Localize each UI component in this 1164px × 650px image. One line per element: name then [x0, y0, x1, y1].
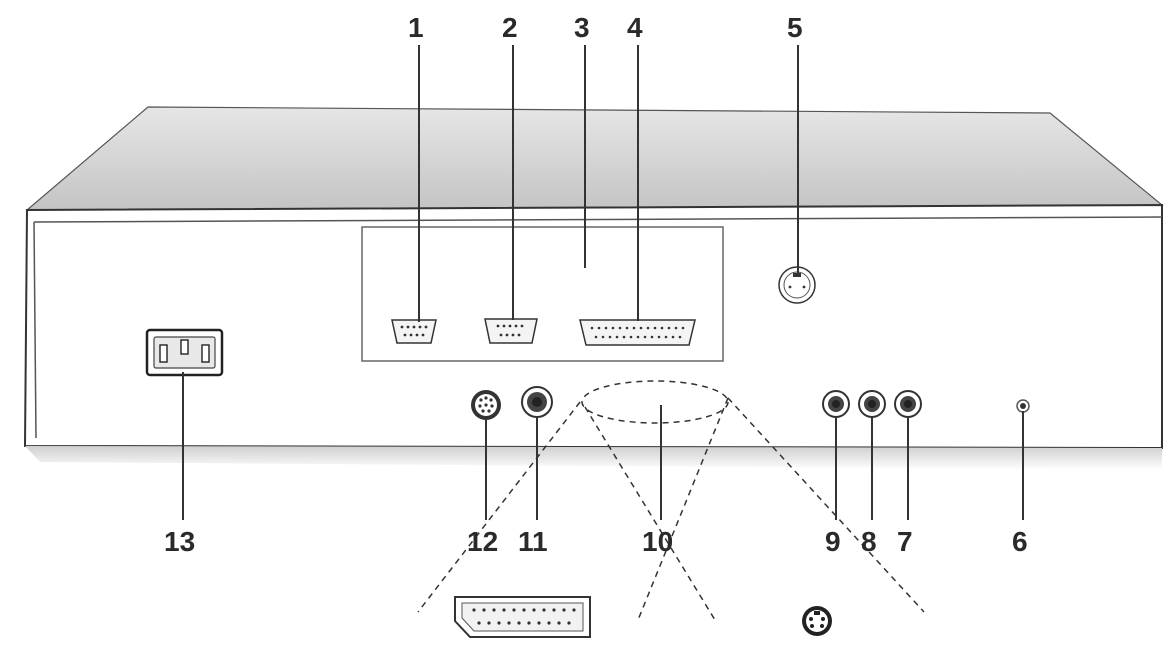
parallel-port [579, 319, 696, 346]
din-port-12 [471, 390, 501, 420]
small-jack-6 [1016, 399, 1030, 413]
callout-label-2: 2 [502, 12, 518, 43]
callout-label-11: 11 [518, 526, 548, 557]
callout-label-12: 12 [467, 526, 499, 557]
callout-label-7: 7 [897, 526, 913, 557]
rca-jack-11 [521, 386, 553, 418]
scart-callout-group [417, 380, 925, 621]
callout-label-1: 1 [408, 12, 424, 43]
unit-top-surface [25, 106, 1164, 211]
callout-label-10: 10 [642, 526, 674, 557]
callout-label-6: 6 [1012, 526, 1028, 557]
leader-lines [182, 45, 1024, 520]
callout-label-4: 4 [627, 12, 643, 43]
serial-port-1 [391, 319, 437, 344]
rear-face-inner-left-edge [33, 221, 37, 439]
callout-label-3: 3 [574, 12, 590, 43]
scart-connector-enlarged [454, 596, 591, 638]
serial-port-2 [484, 318, 538, 344]
callout-label-5: 5 [787, 12, 803, 43]
callout-label-9: 9 [825, 526, 841, 557]
callout-label-13: 13 [164, 526, 196, 557]
power-inlet [145, 328, 224, 377]
svideo-connector-enlarged [802, 606, 832, 636]
rca-jack-9 [822, 390, 850, 418]
rca-jack-8 [858, 390, 886, 418]
mini-din-port [778, 266, 816, 304]
rca-jack-7 [894, 390, 922, 418]
unit-floor-shadow [25, 446, 1162, 470]
callout-label-8: 8 [861, 526, 877, 557]
rear-face-inner-top-edge [33, 216, 1163, 223]
